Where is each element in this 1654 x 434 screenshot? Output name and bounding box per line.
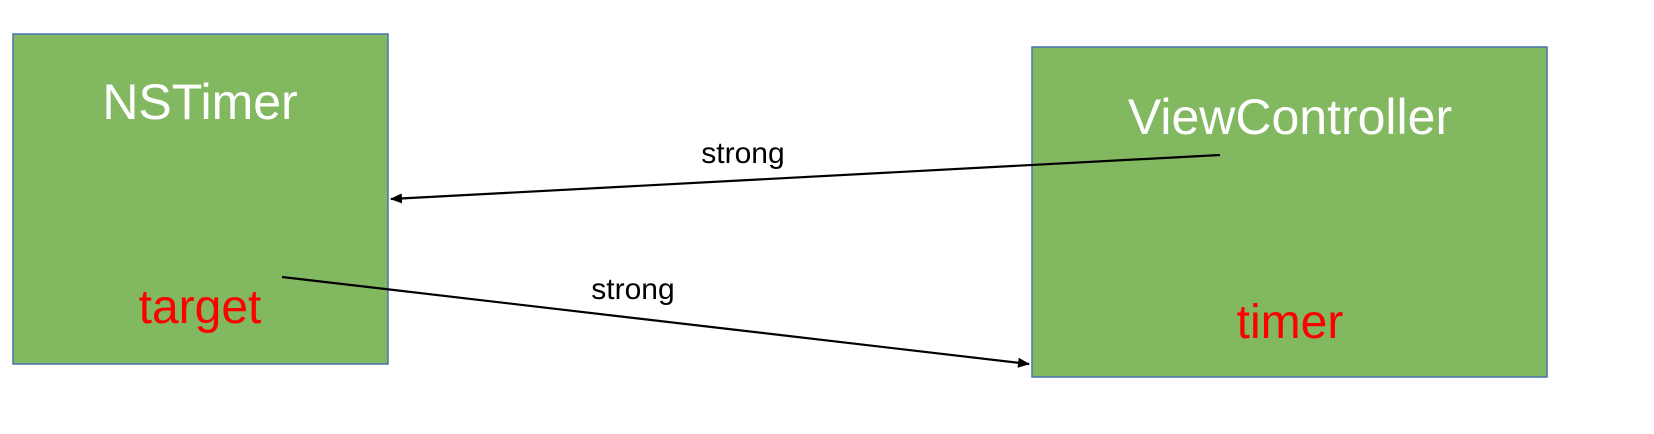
edge-viewcontroller-to-nstimer-label: strong bbox=[701, 137, 784, 170]
nstimer-box bbox=[12, 33, 389, 365]
viewcontroller-field-timer: timer bbox=[1237, 296, 1344, 349]
edge-viewcontroller-to-nstimer: strong bbox=[390, 137, 1221, 204]
viewcontroller-node: ViewController timer bbox=[1031, 46, 1548, 378]
nstimer-field-target: target bbox=[139, 281, 262, 334]
nstimer-node: NSTimer target bbox=[12, 33, 389, 365]
edge-nstimer-to-viewcontroller: strong bbox=[281, 273, 1030, 368]
edge-viewcontroller-to-nstimer-line bbox=[390, 153, 1221, 204]
viewcontroller-title: ViewController bbox=[1128, 89, 1452, 145]
edge-nstimer-to-viewcontroller-line bbox=[281, 275, 1030, 368]
viewcontroller-box bbox=[1031, 46, 1548, 378]
edge-nstimer-to-viewcontroller-label: strong bbox=[591, 273, 674, 306]
nstimer-title: NSTimer bbox=[102, 74, 297, 130]
